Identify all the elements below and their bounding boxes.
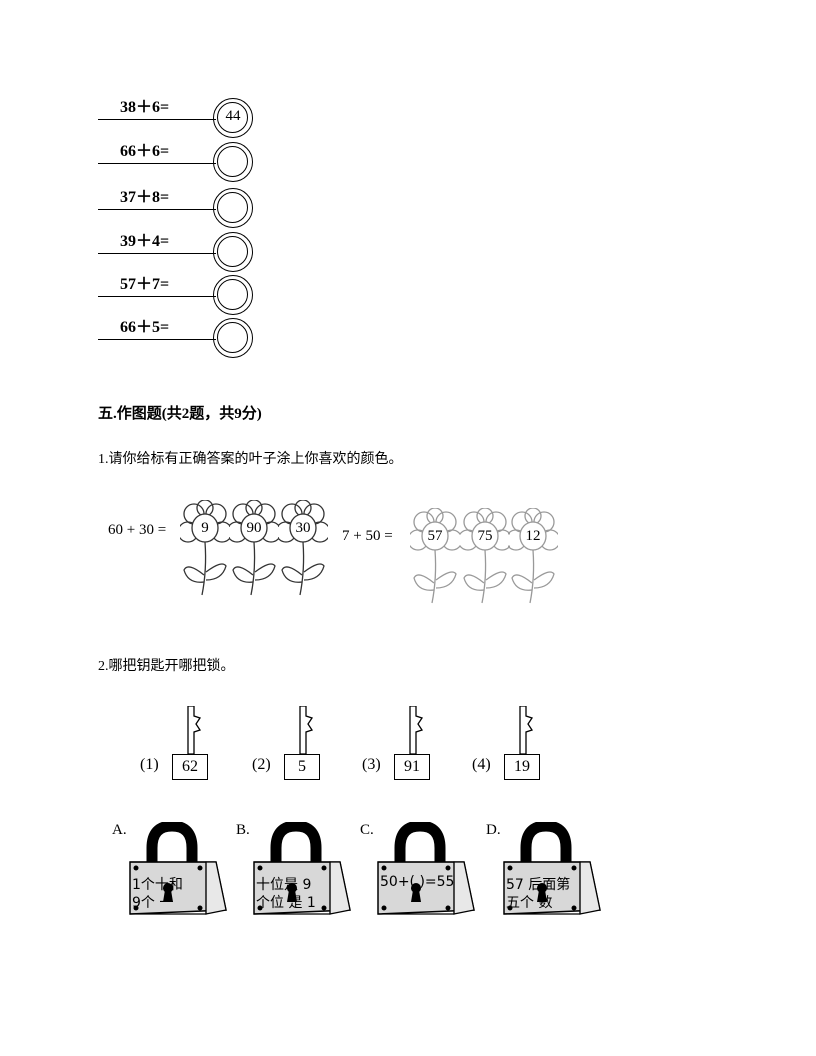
- equation-text: 66＋5=: [120, 319, 170, 336]
- answer-line: [98, 209, 216, 210]
- flower-icon: [410, 508, 460, 604]
- lock-text-line1: 50+( )=55: [380, 874, 455, 890]
- flower-number: 75: [477, 528, 493, 544]
- flower-number: 30: [295, 520, 311, 536]
- lock-icon: [129, 822, 227, 915]
- key[interactable]: (4) 19: [472, 706, 554, 796]
- answer-value: 44: [225, 108, 241, 124]
- lock-label: D.: [486, 822, 501, 838]
- key-icon: [299, 706, 314, 755]
- equation-row: 66＋5=: [98, 296, 258, 358]
- answer-circle[interactable]: [213, 142, 253, 182]
- equation-row: 57＋7=: [98, 253, 258, 315]
- key[interactable]: (3) 91: [362, 706, 444, 796]
- key[interactable]: (2) 5: [252, 706, 334, 796]
- question-1-text: 1.请你给标有正确答案的叶子涂上你喜欢的颜色。: [98, 452, 403, 467]
- lock-text-line1: 1个十和: [132, 877, 183, 893]
- equation-row: 39＋4=: [98, 210, 258, 272]
- lock[interactable]: D. 57 后面第 五个 数: [486, 822, 624, 922]
- lock-icon: [377, 822, 475, 915]
- flower-icon: [229, 500, 279, 596]
- flower-number: 90: [246, 520, 262, 536]
- key-label: (1): [140, 756, 159, 773]
- lock-label: A.: [112, 822, 127, 838]
- lock[interactable]: A. 1个十和 9个 一: [112, 822, 250, 922]
- lock-icon: [253, 822, 351, 915]
- answer-circle[interactable]: [213, 318, 253, 358]
- lock-text-line1: 57 后面第: [506, 877, 571, 893]
- equation-text: 38＋6=: [120, 99, 170, 116]
- key-icon: [519, 706, 534, 755]
- equation-text: 37＋8=: [120, 189, 170, 206]
- answer-line: [98, 253, 216, 254]
- key-label: (4): [472, 756, 491, 773]
- answer-circle[interactable]: [213, 188, 253, 228]
- lock-text-line2: 个位 是 1: [256, 895, 316, 911]
- flower-number: 12: [525, 528, 541, 544]
- lock-label: B.: [236, 822, 250, 838]
- equation-text: 57＋7=: [120, 276, 170, 293]
- key-label: (2): [252, 756, 271, 773]
- key-label: (3): [362, 756, 381, 773]
- key-number: 91: [394, 754, 430, 780]
- answer-line: [98, 119, 216, 120]
- flower-icon: [180, 500, 230, 596]
- flower-icon: [508, 508, 558, 604]
- flower-option[interactable]: 9: [180, 500, 230, 600]
- flower-number: 9: [201, 520, 209, 536]
- key-icon: [187, 706, 202, 755]
- lock[interactable]: B. 十位是 9 个位 是 1: [236, 822, 374, 922]
- equation-text: 66＋6=: [120, 143, 170, 160]
- lock[interactable]: C. 50+( )=55: [360, 822, 498, 922]
- key-number: 5: [284, 754, 320, 780]
- key-number: 62: [172, 754, 208, 780]
- answer-line: [98, 163, 216, 164]
- flower-option[interactable]: 57: [410, 508, 460, 608]
- lock-text-line2: 9个 一: [132, 895, 174, 911]
- flower-option[interactable]: 12: [508, 508, 558, 608]
- flower-option[interactable]: 30: [278, 500, 328, 600]
- answer-circle[interactable]: 44: [213, 98, 253, 138]
- answer-line: [98, 339, 216, 340]
- lock-icon: [503, 822, 601, 915]
- flower-icon: [278, 500, 328, 596]
- flower-option[interactable]: 90: [229, 500, 279, 600]
- section-title: 五.作图题(共2题，共9分): [98, 406, 262, 422]
- equation-row: 66＋6=: [98, 120, 258, 182]
- answer-circle[interactable]: [213, 232, 253, 272]
- equation-row: 38＋6= 44: [98, 76, 258, 138]
- flower-option[interactable]: 75: [460, 508, 510, 608]
- flower-expr-1: 60 + 30 =: [108, 522, 167, 538]
- key[interactable]: (1) 62: [140, 706, 222, 796]
- answer-circle[interactable]: [213, 275, 253, 315]
- question-2-text: 2.哪把钥匙开哪把锁。: [98, 659, 235, 674]
- flower-icon: [460, 508, 510, 604]
- lock-label: C.: [360, 822, 374, 838]
- lock-text-line2: 五个 数: [506, 895, 553, 911]
- equation-text: 39＋4=: [120, 233, 170, 250]
- answer-line: [98, 296, 216, 297]
- key-number: 19: [504, 754, 540, 780]
- key-icon: [409, 706, 424, 755]
- equation-row: 37＋8=: [98, 166, 258, 228]
- lock-text-line1: 十位是 9: [256, 877, 312, 893]
- flower-expr-2: 7 + 50 =: [342, 528, 393, 544]
- flower-number: 57: [427, 528, 443, 544]
